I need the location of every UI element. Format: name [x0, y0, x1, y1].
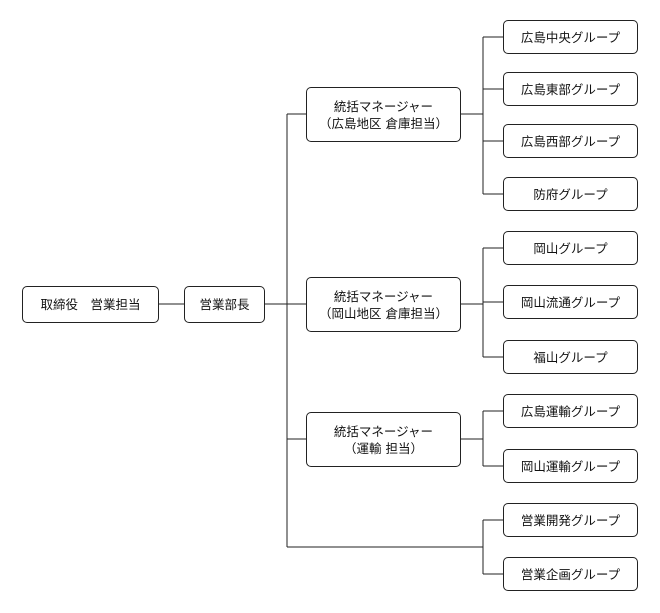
manager-scope: （広島地区 倉庫担当）	[319, 115, 448, 131]
group-label: 広島中央グループ	[520, 29, 621, 45]
group-box: 広島運輸グループ	[503, 394, 638, 428]
president-label: 取締役 営業担当	[40, 297, 141, 312]
group-box: 岡山運輸グループ	[503, 449, 638, 483]
group-box: 広島東部グループ	[503, 72, 638, 106]
group-label: 岡山グループ	[533, 240, 608, 256]
director-label: 営業部長	[199, 297, 250, 312]
manager-box-hiroshima: 統括マネージャー （広島地区 倉庫担当）	[306, 87, 461, 142]
group-label: 広島西部グループ	[520, 133, 621, 149]
manager-title: 統括マネージャー	[333, 423, 434, 439]
group-label: 岡山流通グループ	[520, 294, 621, 310]
manager-box-transport: 統括マネージャー （運輸 担当）	[306, 412, 461, 467]
manager-title: 統括マネージャー	[333, 98, 434, 114]
manager-scope: （岡山地区 倉庫担当）	[319, 305, 448, 321]
group-box: 防府グループ	[503, 177, 638, 211]
group-label: 広島運輸グループ	[520, 403, 621, 419]
group-box: 営業企画グループ	[503, 557, 638, 591]
group-box: 岡山流通グループ	[503, 285, 638, 319]
president-box: 取締役 営業担当	[22, 286, 159, 323]
group-label: 防府グループ	[533, 186, 608, 202]
group-label: 営業開発グループ	[520, 512, 621, 528]
group-box: 営業開発グループ	[503, 503, 638, 537]
group-box: 岡山グループ	[503, 231, 638, 265]
manager-box-okayama: 統括マネージャー （岡山地区 倉庫担当）	[306, 277, 461, 332]
group-label: 広島東部グループ	[520, 81, 621, 97]
group-label: 営業企画グループ	[520, 566, 621, 582]
group-label: 岡山運輸グループ	[520, 458, 621, 474]
director-box: 営業部長	[184, 286, 265, 323]
group-box: 福山グループ	[503, 340, 638, 374]
group-label: 福山グループ	[533, 349, 608, 365]
manager-title: 統括マネージャー	[333, 288, 434, 304]
group-box: 広島中央グループ	[503, 20, 638, 54]
manager-scope: （運輸 担当）	[344, 440, 423, 456]
group-box: 広島西部グループ	[503, 124, 638, 158]
